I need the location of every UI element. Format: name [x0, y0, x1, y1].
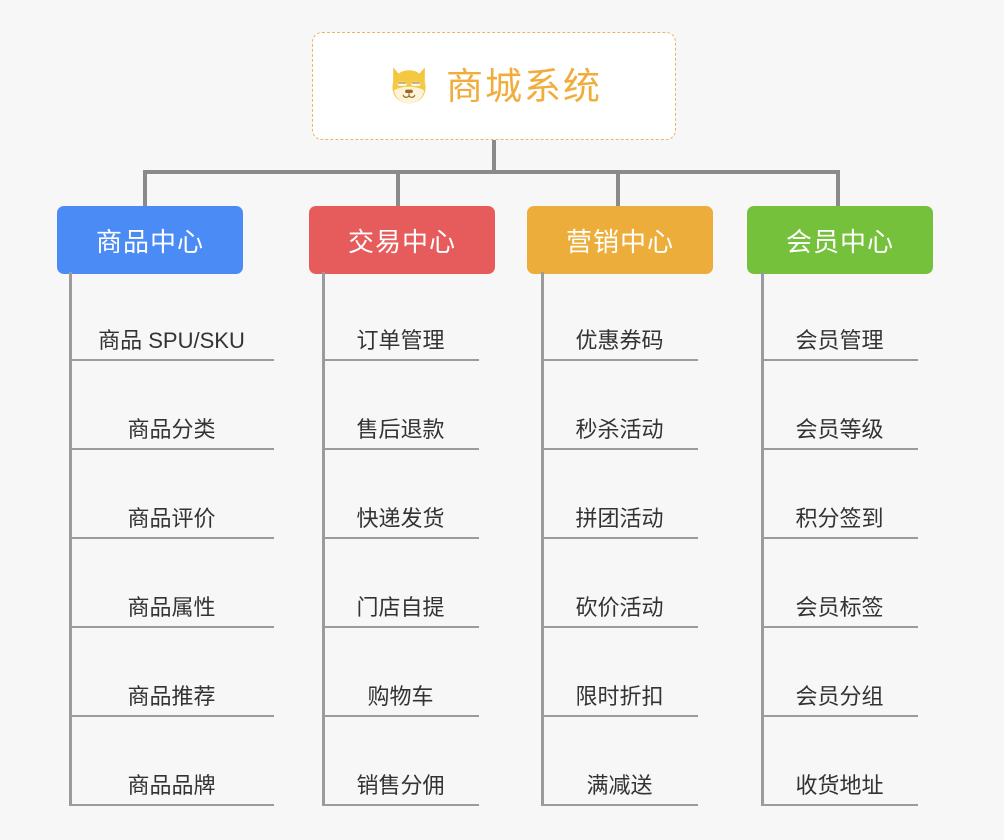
category-box-0[interactable]: 商品中心 — [57, 206, 243, 274]
leaf-item[interactable]: 会员管理 — [761, 272, 918, 361]
leaf-item-label: 会员管理 — [795, 327, 884, 353]
leaf-item[interactable]: 会员等级 — [761, 361, 918, 450]
leaf-item-label: 商品分类 — [127, 416, 216, 442]
leaf-item[interactable]: 优惠券码 — [541, 272, 698, 361]
leaf-item[interactable]: 销售分佣 — [322, 717, 479, 806]
drop-line-col-0 — [143, 170, 147, 206]
leaf-item-label: 满减送 — [586, 772, 653, 798]
leaf-item[interactable]: 快递发货 — [322, 450, 479, 539]
leaf-column-2: 优惠券码 秒杀活动 拼团活动 砍价活动 限时折扣 满减送 — [541, 272, 698, 806]
leaf-item[interactable]: 会员分组 — [761, 628, 918, 717]
leaf-item[interactable]: 商品品牌 — [69, 717, 274, 806]
leaf-column-1: 订单管理 售后退款 快递发货 门店自提 购物车 销售分佣 — [322, 272, 479, 806]
leaf-item[interactable]: 购物车 — [322, 628, 479, 717]
leaf-item-label: 门店自提 — [356, 594, 445, 620]
root-node-title: 商城系统 — [446, 65, 602, 107]
category-label: 会员中心 — [785, 226, 894, 257]
leaf-item-label: 秒杀活动 — [575, 416, 664, 442]
leaf-item[interactable]: 积分签到 — [761, 450, 918, 539]
leaf-item[interactable]: 商品分类 — [69, 361, 274, 450]
leaf-item-label: 优惠券码 — [575, 327, 664, 353]
leaf-item-label: 购物车 — [367, 683, 434, 709]
leaf-item[interactable]: 门店自提 — [322, 539, 479, 628]
leaf-item-label: 快递发货 — [356, 505, 445, 531]
drop-line-col-3 — [836, 170, 840, 206]
category-box-3[interactable]: 会员中心 — [747, 206, 933, 274]
root-stem-line — [492, 140, 496, 172]
leaf-item[interactable]: 商品评价 — [69, 450, 274, 539]
leaf-item-label: 订单管理 — [356, 327, 445, 353]
leaf-item-label: 会员分组 — [795, 683, 884, 709]
leaf-item-label: 积分签到 — [795, 505, 884, 531]
category-label: 交易中心 — [347, 226, 456, 257]
category-label: 商品中心 — [95, 226, 204, 257]
leaf-item[interactable]: 售后退款 — [322, 361, 479, 450]
category-box-1[interactable]: 交易中心 — [309, 206, 495, 274]
leaf-item-label: 商品评价 — [127, 505, 216, 531]
leaf-column-3: 会员管理 会员等级 积分签到 会员标签 会员分组 收货地址 — [761, 272, 918, 806]
leaf-item[interactable]: 砍价活动 — [541, 539, 698, 628]
shiba-dog-icon — [392, 67, 426, 104]
leaf-rail-line — [761, 272, 764, 806]
drop-line-col-1 — [396, 170, 400, 206]
leaf-item-label: 限时折扣 — [575, 683, 664, 709]
leaf-rail-line — [69, 272, 72, 806]
leaf-item[interactable]: 商品推荐 — [69, 628, 274, 717]
drop-line-col-2 — [616, 170, 620, 206]
leaf-item[interactable]: 拼团活动 — [541, 450, 698, 539]
leaf-item-label: 拼团活动 — [575, 505, 664, 531]
leaf-item[interactable]: 秒杀活动 — [541, 361, 698, 450]
leaf-item-label: 商品推荐 — [127, 683, 216, 709]
leaf-rail-line — [322, 272, 325, 806]
category-box-2[interactable]: 营销中心 — [527, 206, 713, 274]
leaf-column-0: 商品 SPU/SKU 商品分类 商品评价 商品属性 商品推荐 商品品牌 — [69, 272, 274, 806]
leaf-item-label: 会员标签 — [795, 594, 884, 620]
leaf-item-label: 售后退款 — [356, 416, 445, 442]
category-label: 营销中心 — [565, 226, 674, 257]
leaf-item-label: 商品 SPU/SKU — [98, 327, 245, 353]
leaf-item[interactable]: 满减送 — [541, 717, 698, 806]
leaf-item[interactable]: 商品 SPU/SKU — [69, 272, 274, 361]
leaf-item-label: 砍价活动 — [575, 594, 664, 620]
leaf-item-label: 销售分佣 — [356, 772, 445, 798]
leaf-rail-line — [541, 272, 544, 806]
leaf-item[interactable]: 会员标签 — [761, 539, 918, 628]
leaf-item-label: 商品属性 — [127, 594, 216, 620]
leaf-item-label: 收货地址 — [795, 772, 884, 798]
root-node-card[interactable]: 商城系统 — [312, 32, 676, 140]
leaf-item-label: 商品品牌 — [127, 772, 216, 798]
horizontal-bus-line — [143, 170, 840, 174]
leaf-item-label: 会员等级 — [795, 416, 884, 442]
leaf-item[interactable]: 商品属性 — [69, 539, 274, 628]
leaf-item[interactable]: 收货地址 — [761, 717, 918, 806]
leaf-item[interactable]: 限时折扣 — [541, 628, 698, 717]
leaf-item[interactable]: 订单管理 — [322, 272, 479, 361]
